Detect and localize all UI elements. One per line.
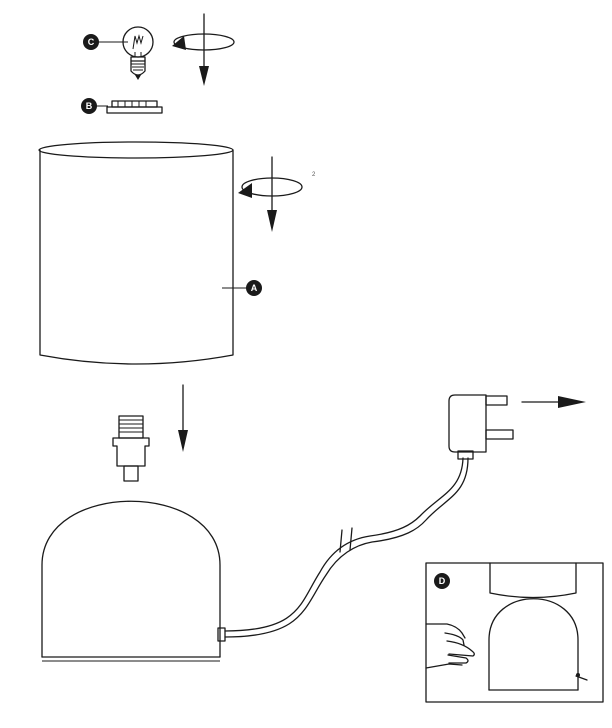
label-d-text: D bbox=[439, 576, 446, 586]
label-b-callout: B bbox=[81, 98, 108, 114]
plug-right-arrow-icon bbox=[521, 396, 586, 408]
light-bulb-icon bbox=[122, 26, 154, 80]
lamp-shade bbox=[38, 141, 234, 365]
bulb-down-arrow-icon bbox=[199, 13, 209, 86]
lamp-ring-icon bbox=[106, 100, 163, 114]
shade-to-base-arrow-icon bbox=[178, 384, 188, 452]
lamp-holder bbox=[112, 415, 150, 482]
small-mark-text: 2 bbox=[312, 172, 316, 178]
label-a-callout: A bbox=[222, 280, 262, 296]
label-b-text: B bbox=[86, 101, 93, 111]
plug-icon bbox=[448, 394, 514, 460]
lamp-base bbox=[41, 500, 226, 662]
power-cable bbox=[224, 457, 469, 638]
shade-rotate-arrow-icon bbox=[238, 177, 303, 198]
label-a-text: A bbox=[251, 283, 258, 293]
label-c-text: C bbox=[88, 37, 95, 47]
inset-lamp bbox=[488, 562, 588, 691]
shade-down-arrow-icon bbox=[267, 156, 277, 232]
label-c-callout: C bbox=[83, 34, 128, 50]
cable-break-icon bbox=[339, 527, 353, 553]
bulb-rotate-arrow-icon bbox=[172, 33, 235, 51]
inset-d-panel: D bbox=[425, 562, 604, 703]
hand-icon bbox=[425, 623, 475, 669]
